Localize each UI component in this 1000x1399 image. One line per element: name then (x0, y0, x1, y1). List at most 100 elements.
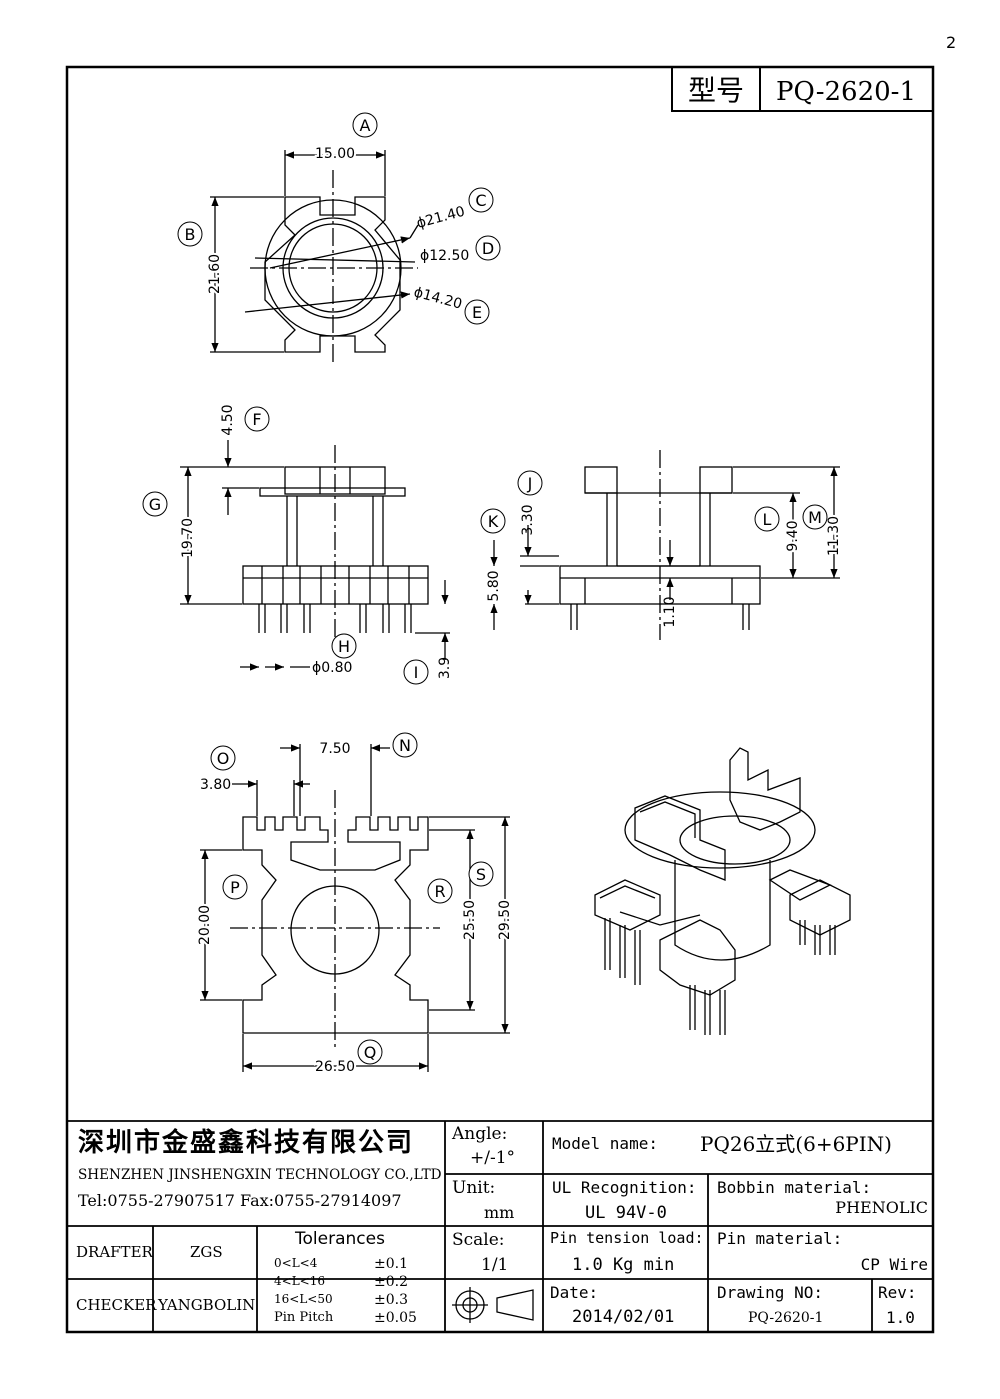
tolerance-value: ±0.2 (374, 1274, 408, 1290)
dim-bottom-p: 20.00 (197, 905, 213, 945)
drafter-value: ZGS (190, 1243, 223, 1261)
tolerance-range: 16<L<50 (274, 1292, 333, 1306)
dim-bottom-s-inner: 25.50 (462, 900, 478, 940)
company-name-cn: 深圳市金盛鑫科技有限公司 (78, 1128, 415, 1158)
bobbin-material-label: Bobbin material: (717, 1178, 872, 1197)
label-k: K (480, 508, 506, 534)
pin-tension-value: 1.0 Kg min (572, 1255, 675, 1275)
svg-text:E: E (472, 303, 482, 322)
model-name-label: Model name: (552, 1134, 658, 1153)
label-n: N (392, 732, 418, 758)
scale-label: Scale: (452, 1230, 505, 1250)
tolerance-row: Pin Pitch ±0.05 (274, 1310, 440, 1328)
dim-top-height: 21.60 (207, 254, 223, 294)
svg-text:N: N (399, 736, 411, 755)
svg-text:J: J (527, 474, 533, 493)
view-label-circles: A B C D E F G H I J K L M N O P Q R S (142, 112, 828, 1065)
label-p: P (222, 874, 248, 900)
dim-top-width: 15.00 (315, 146, 355, 162)
label-i: I (403, 659, 429, 685)
scale-value: 1/1 (481, 1255, 509, 1275)
date-label: Date: (550, 1283, 599, 1302)
model-name-value: PQ26立式(6+6PIN) (700, 1132, 892, 1156)
svg-text:Q: Q (364, 1043, 377, 1062)
tolerance-range: 0<L<4 (274, 1256, 318, 1270)
svg-text:G: G (149, 495, 161, 514)
tolerance-row: 16<L<50 ±0.3 (274, 1292, 440, 1310)
drawing-no-label: Drawing NO: (717, 1283, 823, 1302)
dim-dia-e: ϕ14.20 (412, 284, 464, 312)
projection-symbol-icon (452, 1287, 534, 1323)
drawing-frame (65, 65, 935, 1334)
svg-text:D: D (482, 239, 494, 258)
dim-pin-len: 3.9 (437, 657, 453, 679)
unit-value: mm (484, 1203, 515, 1222)
tolerances-table: 0<L<4 ±0.1 4<L<16 ±0.2 16<L<50 ±0.3 Pin … (274, 1256, 440, 1328)
svg-text:A: A (360, 116, 371, 135)
label-l: L (754, 506, 780, 532)
svg-text:I: I (414, 663, 419, 682)
angle-value: +/-1° (470, 1148, 516, 1168)
svg-text:P: P (230, 878, 240, 897)
unit-label: Unit: (452, 1178, 496, 1198)
svg-text:K: K (488, 512, 499, 531)
rev-value: 1.0 (886, 1308, 915, 1327)
dim-front-g: 19.70 (180, 518, 196, 558)
label-c: C (468, 187, 494, 213)
label-o: O (210, 745, 236, 771)
svg-text:L: L (763, 510, 772, 529)
isometric-view (594, 747, 851, 1035)
header-model-box: 型号 PQ-2620-1 (671, 66, 934, 112)
drawing-no-value: PQ-2620-1 (748, 1310, 824, 1326)
drafter-label: DRAFTER (76, 1243, 153, 1261)
company-name-en: SHENZHEN JINSHENGXIN TECHNOLOGY CO.,LTD (78, 1167, 442, 1183)
svg-text:F: F (252, 410, 261, 429)
dim-pin-dia: ϕ0.80 (312, 660, 352, 676)
ul-recognition-label: UL Recognition: (552, 1178, 697, 1197)
tolerance-value: ±0.1 (374, 1256, 408, 1272)
checker-label: CHECKER (76, 1296, 157, 1314)
label-m: M (802, 504, 828, 530)
label-f: F (244, 406, 270, 432)
label-r: R (427, 878, 453, 904)
dim-side-m: 11.30 (826, 516, 842, 556)
bottom-view (200, 744, 510, 1072)
header-model-label: 型号 (688, 74, 744, 107)
header-model-number: PQ-2620-1 (776, 77, 916, 107)
tolerance-row: 0<L<4 ±0.1 (274, 1256, 440, 1274)
page-number: 2 (946, 33, 956, 52)
tolerance-range: Pin Pitch (274, 1310, 334, 1325)
dim-front-f: 4.50 (220, 404, 236, 435)
label-a: A (352, 112, 378, 138)
svg-text:O: O (217, 749, 230, 768)
dim-bottom-n: 7.50 (319, 741, 350, 757)
ul-recognition-value: UL 94V-0 (585, 1203, 667, 1223)
rev-label: Rev: (878, 1283, 917, 1302)
tolerance-row: 4<L<16 ±0.2 (274, 1274, 440, 1292)
bobbin-material-value: PHENOLIC (835, 1198, 928, 1217)
date-value: 2014/02/01 (572, 1307, 675, 1327)
tolerance-value: ±0.05 (374, 1310, 417, 1326)
side-view (490, 450, 840, 640)
label-h: H (331, 633, 357, 659)
svg-text:C: C (475, 191, 486, 210)
label-d: D (475, 235, 501, 261)
svg-text:R: R (434, 882, 445, 901)
svg-text:B: B (185, 225, 196, 244)
label-b: B (177, 221, 203, 247)
checker-value: YANGBOLIN (158, 1296, 256, 1314)
dim-bottom-o: 3.80 (200, 777, 231, 793)
dim-side-k: 5.80 (486, 570, 502, 601)
top-view (210, 150, 419, 365)
pin-material-value: CP Wire (860, 1255, 928, 1274)
dim-side-l: 9.40 (785, 520, 801, 551)
label-g: G (142, 491, 168, 517)
dim-dia-d: ϕ12.50 (420, 248, 469, 264)
svg-text:M: M (808, 508, 822, 527)
dim-dia-c: ϕ21.40 (415, 204, 467, 232)
dim-side-wall: 1.10 (662, 596, 678, 627)
dim-bottom-s-outer: 29.50 (497, 900, 513, 940)
dim-side-j: 3.30 (520, 504, 536, 535)
company-contact: Tel:0755-27907517 Fax:0755-27914097 (78, 1191, 402, 1210)
